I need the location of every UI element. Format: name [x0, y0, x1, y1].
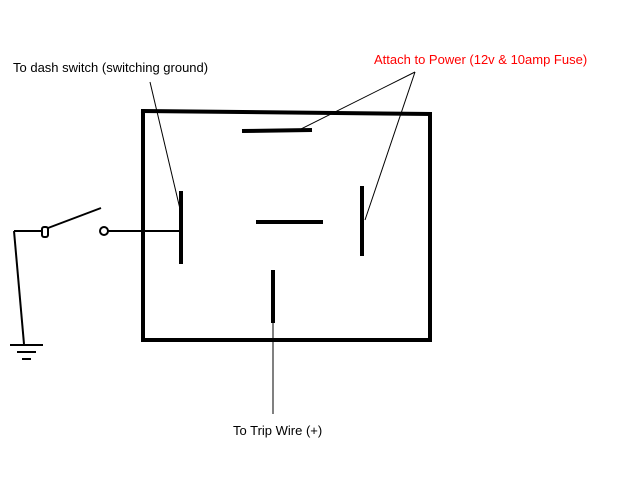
switch-contact-right	[99, 226, 109, 236]
leader-power-right	[364, 71, 416, 221]
switch-lever	[47, 207, 102, 229]
power-label: Attach to Power (12v & 10amp Fuse)	[374, 52, 588, 67]
leader-lines	[149, 71, 416, 414]
relay-box	[140, 108, 433, 342]
switch-contact-left	[41, 226, 49, 238]
dash-switch-circuit	[10, 207, 180, 360]
wire-down	[13, 230, 25, 345]
pin-top	[241, 128, 313, 133]
ground-symbol	[10, 344, 43, 360]
dash-switch-label: To dash switch (switching ground)	[13, 60, 209, 75]
leader-power-top	[296, 71, 416, 132]
leader-dash-switch	[149, 81, 181, 210]
trip-wire-label: To Trip Wire (+)	[233, 423, 323, 438]
